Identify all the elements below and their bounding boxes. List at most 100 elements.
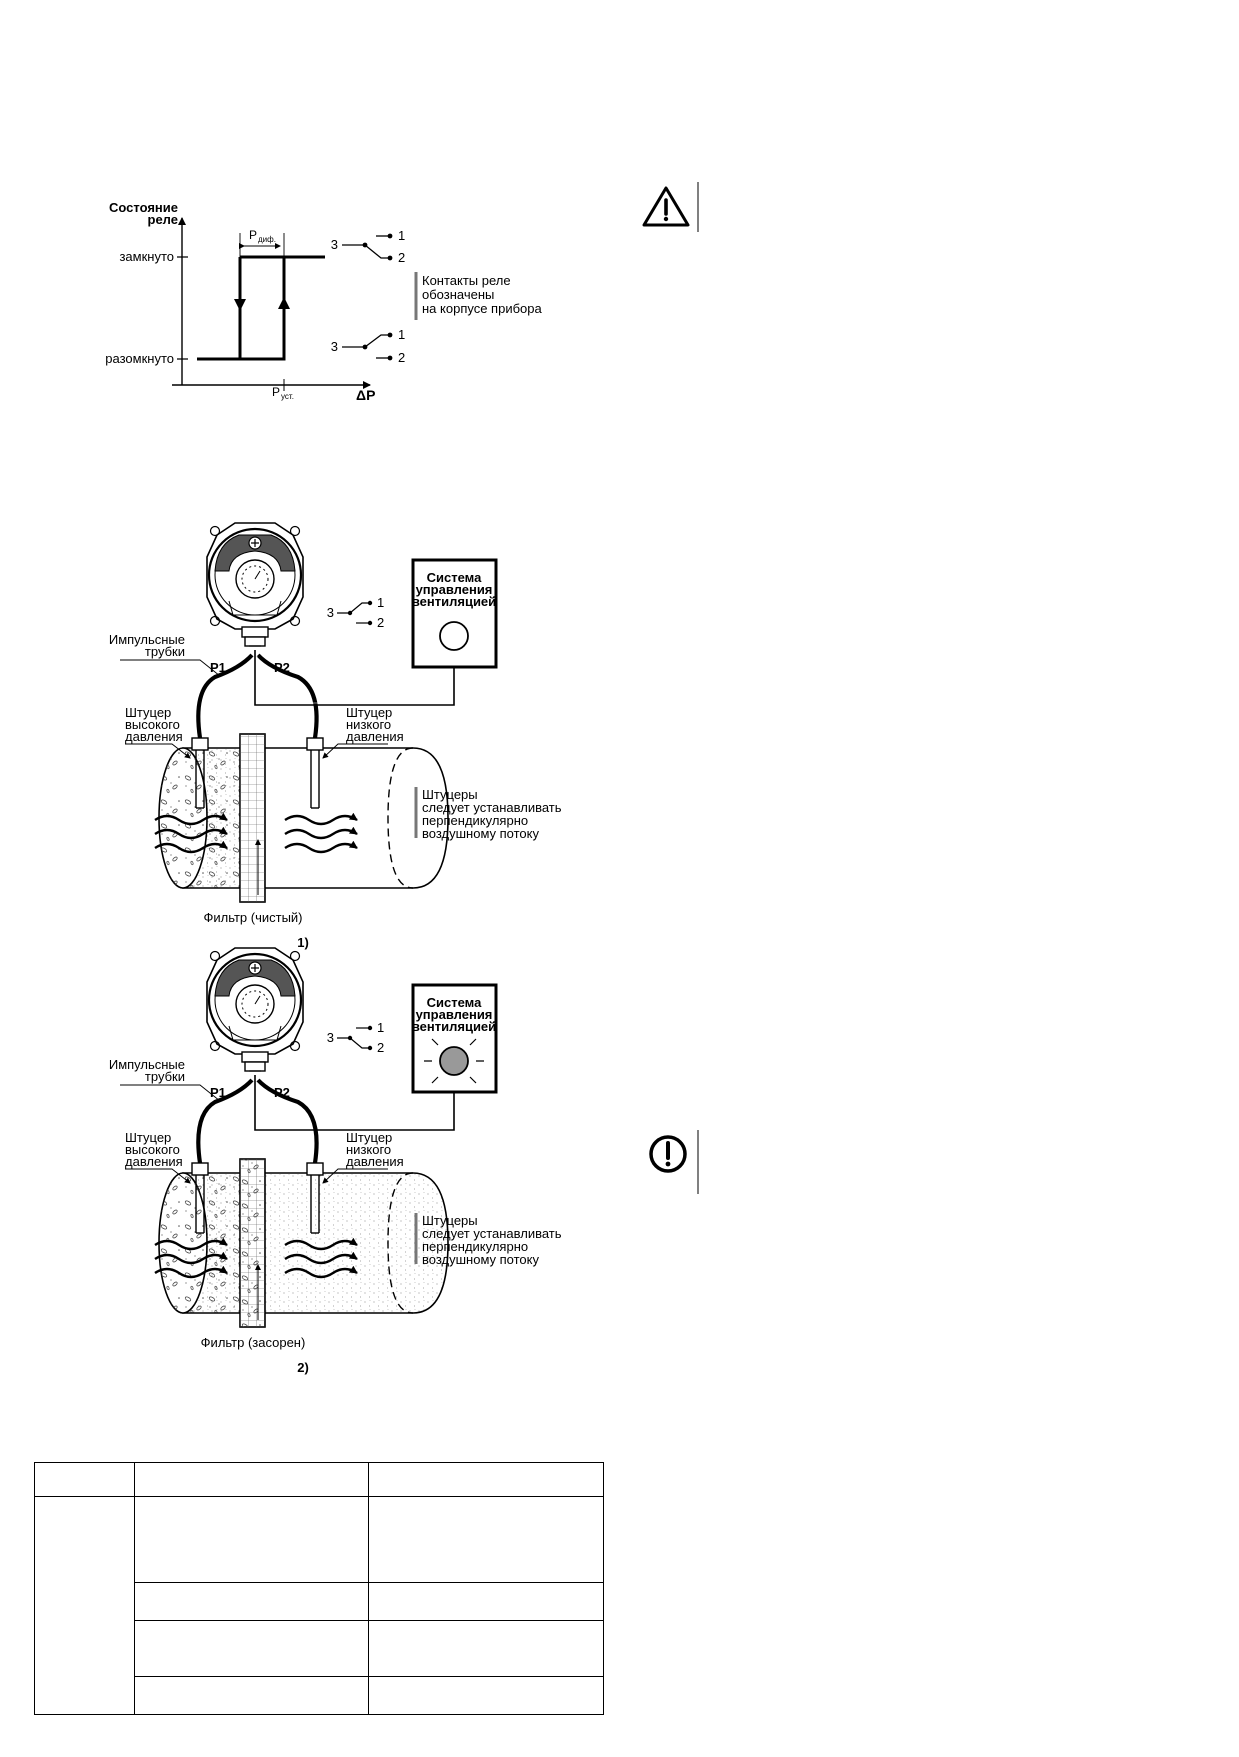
low-port-label-line3: давления [346, 729, 404, 744]
table-cell [134, 1620, 369, 1677]
high-port-label-line1: Штуцер [125, 705, 171, 720]
svg-text:управления: управления [416, 1007, 493, 1022]
p1-label: Р1 [210, 660, 226, 675]
high-port-label-line3: давления [125, 1154, 183, 1169]
table-cell [134, 1582, 369, 1621]
table-row [35, 1620, 604, 1677]
p2-label: Р2 [274, 660, 290, 675]
scheme-clean-filter: 3 1 2 Система управления вентиляцией Имп… [109, 521, 562, 950]
tubes-label-line1: Импульсные [109, 632, 185, 647]
tubes-label-line2: трубки [145, 1069, 185, 1084]
svg-text:1: 1 [377, 595, 384, 610]
x-axis-label: ΔР [356, 387, 375, 403]
p1-label: Р1 [210, 1085, 226, 1100]
contacts-note-line3: на корпусе прибора [422, 301, 542, 316]
device-contacts: 3 1 2 [327, 595, 384, 630]
empty-table [34, 1462, 604, 1715]
y-axis-title-line2: реле [148, 212, 179, 227]
svg-text:Система: Система [427, 570, 482, 585]
svg-text:2: 2 [377, 1040, 384, 1055]
scheme-clogged-filter: 3 1 2 Система управления вентиляцией Имп… [109, 946, 562, 1375]
port-note-line1: Штуцеры [422, 787, 478, 802]
filter-label: Фильтр (засорен) [201, 1335, 306, 1350]
low-port-label-line1: Штуцер [346, 705, 392, 720]
pressure-switch-device [205, 521, 305, 648]
p-set-label: Руст. [272, 385, 294, 401]
high-pressure-port [191, 1162, 209, 1176]
table-cell [134, 1462, 369, 1497]
svg-text:2: 2 [398, 250, 405, 265]
table-cell [368, 1620, 604, 1677]
low-pressure-port [306, 737, 324, 751]
port-note-line4: воздушному потоку [422, 1252, 539, 1267]
y-axis-title-line1: Состояние [109, 200, 178, 215]
port-note-line3: перпендикулярно [422, 813, 528, 828]
table-cell [368, 1462, 604, 1497]
table-cell [368, 1676, 604, 1715]
relay-contacts-closed: 3 1 2 [331, 228, 405, 265]
port-note-line1: Штуцеры [422, 1213, 478, 1228]
low-port-label-line3: давления [346, 1154, 404, 1169]
tube-p2 [256, 653, 319, 739]
tube-p2 [256, 1078, 319, 1164]
svg-text:1: 1 [398, 327, 405, 342]
high-port-label-line2: высокого [125, 717, 180, 732]
high-port-label-line3: давления [125, 729, 183, 744]
contacts-note-line1: Контакты реле [422, 273, 511, 288]
hysteresis-rise-path [197, 255, 325, 361]
svg-text:3: 3 [331, 339, 338, 354]
svg-text:1: 1 [398, 228, 405, 243]
high-port-label-line1: Штуцер [125, 1130, 171, 1145]
svg-text:управления: управления [416, 582, 493, 597]
indicator-lamp-off [439, 621, 469, 651]
svg-text:3: 3 [331, 237, 338, 252]
tubes-label-line2: трубки [145, 644, 185, 659]
tube-p1 [196, 1078, 254, 1164]
exclamation-circle-icon [649, 1130, 699, 1194]
svg-text:вентиляцией: вентиляцией [412, 594, 496, 609]
table-cell [368, 1582, 604, 1621]
arrow-down-icon [234, 299, 246, 311]
table-row [34, 1462, 604, 1497]
high-pressure-port [191, 737, 209, 751]
svg-text:Система: Система [427, 995, 482, 1010]
p2-label: Р2 [274, 1085, 290, 1100]
figure-number: 2) [297, 1360, 309, 1375]
arrow-up-icon [278, 297, 290, 309]
device-contacts: 3 1 2 [327, 1020, 384, 1055]
port-note-line2: следует устанавливать [422, 800, 562, 815]
y-ticks [177, 256, 188, 360]
low-port-label-line1: Штуцер [346, 1130, 392, 1145]
low-port-label-line2: низкого [346, 1142, 391, 1157]
warning-triangle-icon [642, 182, 699, 232]
table-cell [34, 1462, 135, 1497]
filter-label: Фильтр (чистый) [203, 910, 302, 925]
indicator-lamp-on [424, 1038, 484, 1084]
svg-text:вентиляцией: вентиляцией [412, 1019, 496, 1034]
relay-contacts-open: 3 1 2 [331, 327, 405, 365]
low-port-label-line2: низкого [346, 717, 391, 732]
port-note-line2: следует устанавливать [422, 1226, 562, 1241]
pressure-switch-device [205, 946, 305, 1073]
svg-text:3: 3 [327, 1030, 334, 1045]
table-cell [134, 1676, 369, 1715]
contacts-note-line2: обозначены [422, 287, 494, 302]
table-cell [368, 1496, 604, 1583]
low-pressure-port [306, 1162, 324, 1176]
figure-number: 1) [297, 935, 309, 950]
hysteresis-diagram: Состояние реле замкнуто разомкнуто Рдиф.… [105, 200, 542, 403]
table-row [34, 1496, 604, 1715]
high-port-label-line2: высокого [125, 1142, 180, 1157]
table-cell [134, 1496, 369, 1583]
table-row [35, 1582, 604, 1621]
state-open-label: разомкнуто [105, 351, 174, 366]
state-closed-label: замкнуто [119, 249, 174, 264]
svg-text:1: 1 [377, 1020, 384, 1035]
p-diff-label: Рдиф. [249, 228, 276, 244]
port-note-line3: перпендикулярно [422, 1239, 528, 1254]
svg-text:3: 3 [327, 605, 334, 620]
tube-p1 [196, 653, 254, 739]
port-note-line4: воздушному потоку [422, 826, 539, 841]
